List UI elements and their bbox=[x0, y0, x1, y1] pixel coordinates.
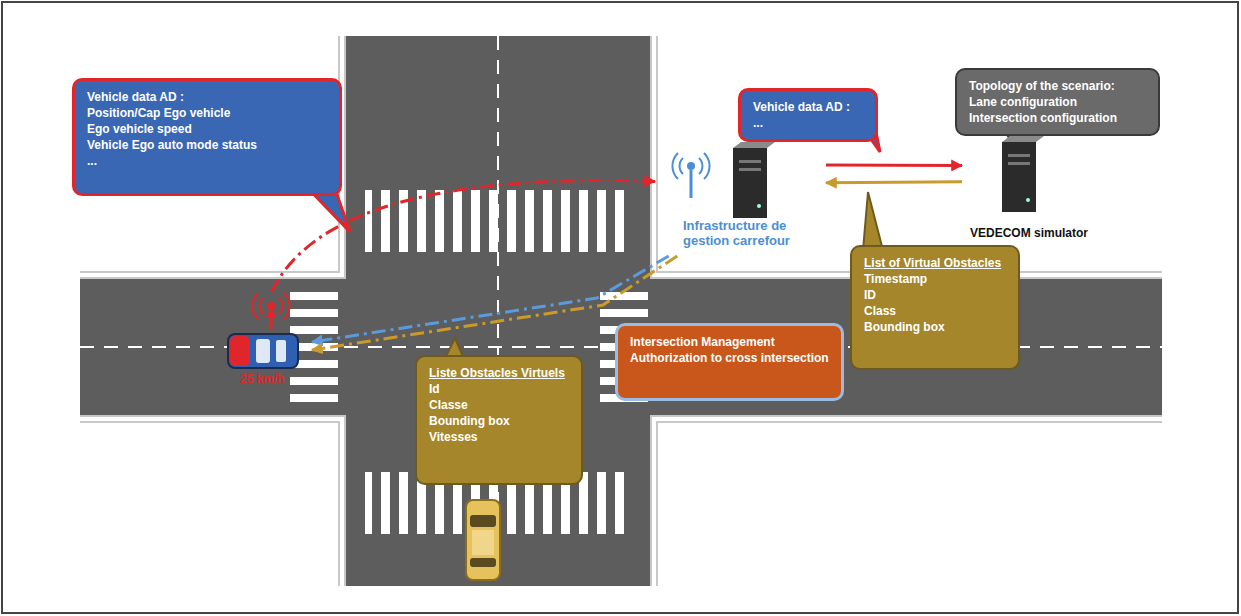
callout-heading: Intersection Management bbox=[630, 334, 829, 350]
virtual-car bbox=[470, 558, 496, 567]
callout-line: ... bbox=[753, 115, 863, 131]
infrastructure-server: Infrastructure de gestion carrefour bbox=[655, 118, 826, 256]
callout-line: Intersection configuration bbox=[969, 110, 1146, 126]
callout-line: Bounding box bbox=[429, 413, 569, 429]
callout-line: ID bbox=[864, 287, 1006, 303]
data-flow-arrow bbox=[826, 163, 962, 167]
callout-line: Bounding box bbox=[864, 319, 1006, 335]
node-label: Infrastructure de gestion carrefour bbox=[683, 218, 823, 248]
callout-line: Timestamp bbox=[864, 271, 1006, 287]
crosswalk bbox=[290, 190, 648, 534]
intersection-management-box: Intersection ManagementAuthorization to … bbox=[615, 323, 844, 401]
vehicle-data-callout: Vehicle data AD :Position/Cap Ego vehicl… bbox=[72, 78, 342, 196]
virtual-car bbox=[466, 500, 500, 580]
crosswalk bbox=[365, 190, 633, 252]
virtual-car bbox=[472, 530, 494, 555]
callout-line: Vehicle Ego auto mode status bbox=[87, 137, 327, 153]
callout-heading: Vehicle data AD : bbox=[753, 99, 863, 115]
callout-line: Id bbox=[429, 381, 569, 397]
callout-line: Classe bbox=[429, 397, 569, 413]
callout-heading: List of Virtual Obstacles bbox=[864, 255, 1006, 271]
data-flow-arrow bbox=[826, 182, 962, 183]
callout-heading: Vehicle data AD : bbox=[87, 89, 327, 105]
obstacle-list-callout: Liste Obstacles VirtuelsIdClasseBounding… bbox=[415, 355, 583, 485]
topology-callout: Topology of the scenario:Lane configurat… bbox=[955, 68, 1160, 136]
simulator-server: VEDECOM simulator bbox=[962, 128, 1097, 253]
callout-line: Lane configuration bbox=[969, 94, 1146, 110]
callout-line: Vitesses bbox=[429, 429, 569, 445]
node-label: 25 km/h bbox=[240, 372, 285, 386]
vehicle-data-callout: Vehicle data AD :... bbox=[738, 88, 878, 142]
callout-line: Ego vehicle speed bbox=[87, 121, 327, 137]
road bbox=[345, 36, 651, 586]
virtual-car bbox=[466, 500, 500, 580]
radio-link bbox=[272, 180, 656, 292]
node-label: VEDECOM simulator bbox=[970, 226, 1088, 240]
road-edge bbox=[80, 416, 1162, 586]
virtual-car bbox=[470, 515, 496, 527]
obstacle-list-callout: List of Virtual ObstaclesTimestampIDClas… bbox=[850, 245, 1020, 370]
callout-heading: Liste Obstacles Virtuels bbox=[429, 365, 569, 381]
ego-vehicle: 25 km/h bbox=[222, 292, 312, 392]
callout-line: Class bbox=[864, 303, 1006, 319]
callout-line: Position/Cap Ego vehicle bbox=[87, 105, 327, 121]
callout-line: ... bbox=[87, 153, 327, 169]
callout-heading: Topology of the scenario: bbox=[969, 78, 1146, 94]
callout-line: Authorization to cross intersection bbox=[630, 350, 829, 366]
